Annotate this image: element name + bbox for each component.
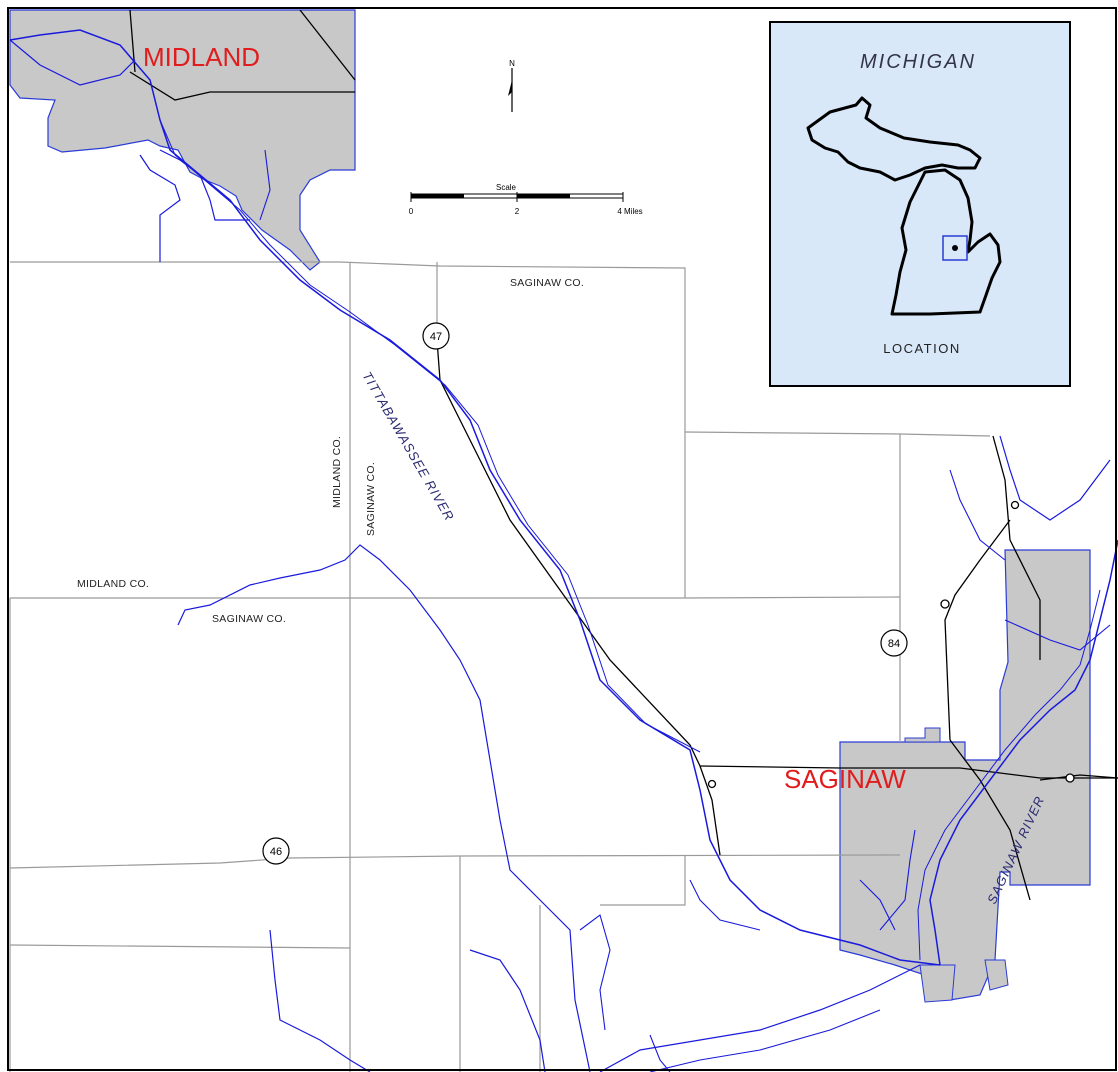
michigan-upper-peninsula bbox=[806, 96, 982, 182]
drain-south-1 bbox=[579, 914, 611, 1031]
scale-tick-4: 4 Miles bbox=[617, 207, 642, 216]
city-label-midland: MIDLAND bbox=[143, 42, 260, 72]
road-north-2 bbox=[944, 519, 1011, 741]
small-gray-area bbox=[984, 959, 1009, 991]
drain-south-3 bbox=[649, 1034, 671, 1072]
road-north-1 bbox=[992, 435, 1041, 660]
svg-text:47: 47 bbox=[430, 331, 442, 343]
location-marker-box bbox=[942, 235, 968, 261]
scale-title: Scale bbox=[496, 183, 517, 192]
county-label-saginaw-vertical: SAGINAW CO. bbox=[365, 462, 377, 536]
drain-saginaw-2 bbox=[859, 879, 896, 931]
svg-text:N: N bbox=[509, 59, 515, 68]
tittabawassee-river bbox=[9, 29, 941, 966]
road-east bbox=[1039, 774, 1118, 781]
drain-midland-4 bbox=[259, 149, 271, 221]
county-lines bbox=[9, 261, 991, 1072]
creek-lower bbox=[599, 964, 921, 1072]
drain-northeast-2 bbox=[949, 469, 1006, 561]
creek-south bbox=[269, 929, 371, 1072]
drain-midland-3 bbox=[139, 154, 181, 262]
route-shield-46: 46 bbox=[262, 837, 290, 865]
drain-saginaw bbox=[879, 829, 916, 931]
midland-city-area bbox=[9, 9, 356, 271]
route-shield-84: 84 bbox=[880, 629, 908, 657]
roads bbox=[129, 9, 1118, 901]
county-label-saginaw-west: SAGINAW CO. bbox=[212, 613, 286, 625]
lower-gray-area bbox=[919, 964, 956, 1003]
drain-south-2 bbox=[689, 879, 761, 931]
road-diagonal bbox=[949, 739, 1031, 901]
creek-lower-2 bbox=[649, 1009, 881, 1072]
inset-title: MICHIGAN bbox=[860, 51, 976, 73]
tittabawassee-river-bank bbox=[159, 119, 701, 753]
saginaw-annex-area bbox=[904, 727, 941, 743]
drain-northeast bbox=[999, 435, 1111, 521]
waterways bbox=[9, 29, 1118, 1072]
michigan-lower-peninsula bbox=[890, 168, 1002, 316]
scale-tick-0: 0 bbox=[409, 207, 414, 216]
map-frame bbox=[7, 7, 1117, 1071]
svg-text:84: 84 bbox=[888, 638, 900, 650]
creek-west bbox=[177, 544, 591, 1072]
city-areas bbox=[9, 9, 1091, 1003]
road-midland-2 bbox=[299, 9, 356, 81]
svg-text:46: 46 bbox=[270, 846, 282, 858]
drain-midland-2 bbox=[159, 149, 250, 221]
county-label-midland-west: MIDLAND CO. bbox=[77, 578, 149, 590]
saginaw-river bbox=[929, 539, 1118, 966]
county-label-saginaw-north: SAGINAW CO. bbox=[510, 277, 584, 289]
drain-midland-1 bbox=[9, 39, 136, 86]
saginaw-city-area bbox=[839, 549, 1091, 1001]
drain-east bbox=[1004, 619, 1111, 651]
north-arrow-icon: N bbox=[508, 59, 515, 112]
route-shield-47: 47 bbox=[422, 322, 450, 350]
inset-caption: LOCATION bbox=[883, 341, 961, 356]
scale-tick-2: 2 bbox=[515, 207, 520, 216]
city-label-saginaw: SAGINAW bbox=[784, 764, 906, 794]
saginaw-river-bank bbox=[917, 589, 1101, 961]
road-midland-1 bbox=[129, 71, 355, 101]
scale-bar: Scale 0 2 4 Miles bbox=[409, 183, 643, 216]
road-47 bbox=[436, 339, 721, 856]
creek-southwest bbox=[469, 949, 546, 1072]
location-dot-icon bbox=[952, 245, 958, 251]
county-label-midland-vertical: MIDLAND CO. bbox=[331, 436, 343, 508]
location-inset: MICHIGAN LOCATION bbox=[769, 21, 1071, 387]
